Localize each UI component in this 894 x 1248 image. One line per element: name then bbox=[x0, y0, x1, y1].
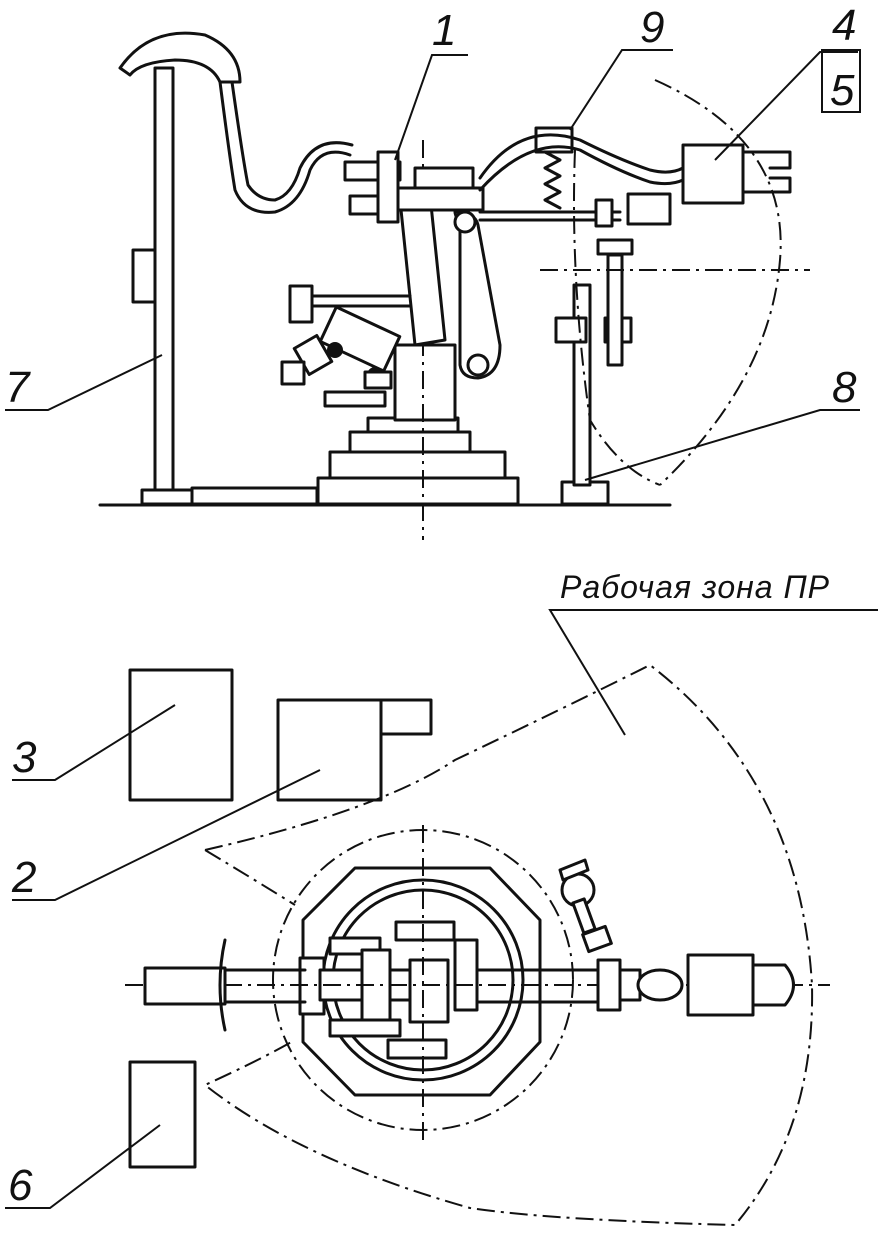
leader-3 bbox=[12, 704, 176, 781]
label-work-zone: Рабочая зона ПР bbox=[560, 569, 830, 605]
block-2-ext bbox=[379, 698, 433, 736]
leader-1 bbox=[394, 54, 468, 161]
label-3: 3 bbox=[12, 733, 37, 782]
label-6: 6 bbox=[8, 1161, 33, 1210]
block-3 bbox=[128, 668, 234, 802]
leader-8 bbox=[584, 409, 860, 481]
plan-fixture bbox=[558, 858, 613, 954]
label-7: 7 bbox=[5, 363, 31, 412]
block-2 bbox=[276, 698, 383, 802]
label-8: 8 bbox=[832, 363, 857, 412]
robot-base bbox=[316, 343, 520, 506]
leader-6 bbox=[5, 1124, 161, 1209]
side-elevation-view bbox=[5, 31, 861, 540]
leader-7 bbox=[5, 354, 163, 411]
label-5-box bbox=[821, 49, 861, 113]
work-zone-arc-side bbox=[654, 79, 782, 486]
leader-work-zone bbox=[548, 609, 878, 736]
label-4: 4 bbox=[832, 1, 856, 50]
label-9: 9 bbox=[640, 3, 664, 52]
label-5: 5 bbox=[830, 66, 855, 115]
lower-wrist bbox=[280, 284, 412, 390]
gripper-assembly bbox=[478, 133, 792, 205]
plan-view bbox=[5, 609, 878, 1227]
leader-4 bbox=[714, 51, 858, 161]
work-zone-boundary bbox=[203, 663, 814, 1227]
label-2: 2 bbox=[11, 853, 36, 902]
block-6 bbox=[128, 1060, 197, 1169]
label-1: 1 bbox=[432, 6, 456, 55]
fixture-8 bbox=[554, 238, 634, 506]
leader-9 bbox=[569, 49, 673, 131]
leader-2 bbox=[12, 769, 321, 901]
stand-7 bbox=[118, 31, 354, 506]
